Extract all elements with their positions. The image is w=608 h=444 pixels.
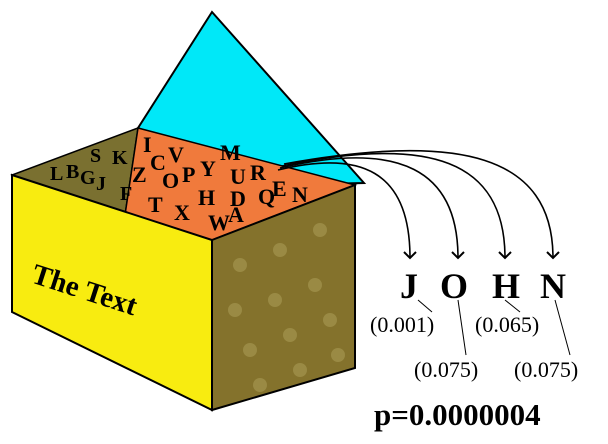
probability-o: (0.075): [414, 357, 478, 382]
interior-letter: S: [90, 145, 101, 167]
word-letter-j: J: [400, 266, 418, 306]
texture-spot: [331, 348, 345, 362]
interior-letter: B: [66, 161, 79, 183]
result-probability: p=0.0000004: [374, 397, 541, 432]
interior-letter: G: [80, 167, 96, 189]
interior-letter: E: [272, 176, 287, 201]
interior-letter: U: [230, 164, 246, 189]
leader-j: [417, 299, 433, 313]
word-letter-h: H: [492, 266, 520, 306]
interior-letter: L: [50, 163, 63, 185]
interior-letter: N: [292, 182, 308, 207]
interior-letter: J: [96, 173, 106, 195]
arrow-to-j: [277, 162, 417, 260]
texture-spot: [273, 243, 287, 257]
arrow-to-o: [279, 157, 465, 260]
probability-n: (0.075): [514, 357, 578, 382]
interior-letter: T: [148, 192, 163, 217]
texture-spot: [233, 258, 247, 272]
interior-letter: W: [208, 210, 230, 235]
interior-letter: R: [250, 160, 267, 185]
texture-spot: [323, 313, 337, 327]
word-letter-n: N: [540, 266, 566, 306]
arrow-to-n: [283, 149, 560, 260]
interior-letter: H: [198, 185, 215, 210]
interior-letter: Y: [200, 156, 216, 181]
texture-spot: [243, 343, 257, 357]
texture-spot: [293, 363, 307, 377]
probability-j: (0.001): [370, 312, 434, 337]
interior-letter: M: [220, 140, 241, 165]
texture-spot: [283, 328, 297, 342]
interior-letter: Q: [258, 184, 275, 209]
interior-letter: A: [228, 202, 244, 227]
texture-spot: [308, 278, 322, 292]
texture-spot: [313, 223, 327, 237]
side-face-texture: [228, 223, 345, 392]
interior-letter: O: [162, 168, 179, 193]
interior-letter: Z: [132, 162, 147, 187]
interior-letter: F: [120, 183, 132, 205]
leader-o: [457, 299, 467, 356]
texture-spot: [228, 303, 242, 317]
word-letter-o: O: [440, 266, 468, 306]
texture-spot: [253, 378, 267, 392]
interior-letter: D: [230, 186, 246, 211]
probability-h: (0.065): [475, 312, 539, 337]
interior-letter: X: [174, 200, 190, 225]
interior-letter: V: [168, 142, 184, 167]
texture-spot: [268, 293, 282, 307]
selection-arrows: [277, 149, 560, 260]
arrow-to-h: [281, 152, 512, 260]
interior-letter: C: [150, 150, 166, 175]
interior-letter: K: [112, 147, 128, 169]
leader-h: [504, 299, 521, 313]
interior-letter: I: [143, 132, 152, 157]
leader-n: [554, 299, 571, 356]
interior-letter: P: [182, 162, 195, 187]
